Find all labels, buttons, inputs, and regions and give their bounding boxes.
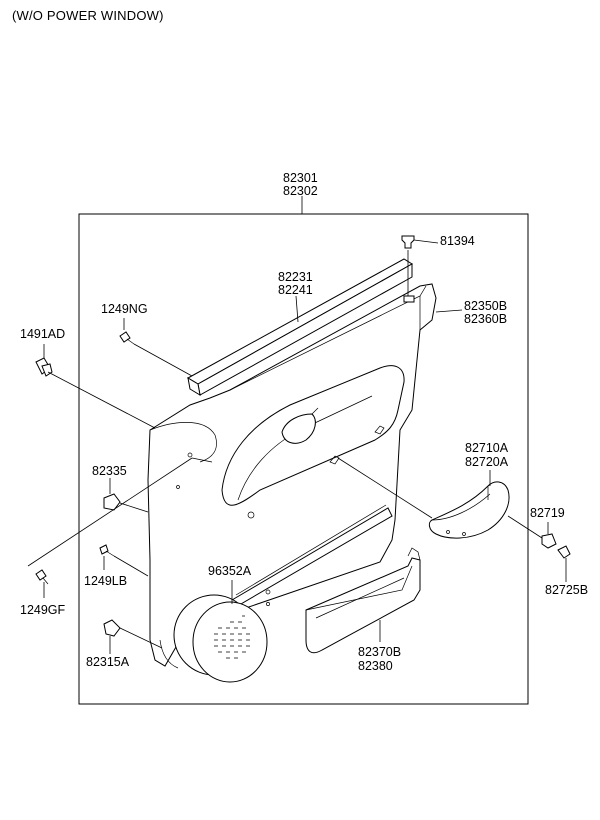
clip-81394-icon (401, 235, 415, 249)
diagram-caption: (W/O POWER WINDOW) (12, 8, 164, 23)
label-82315a: 82315A (86, 655, 130, 669)
label-82301: 82301 (283, 171, 318, 185)
map-pocket-part (305, 547, 421, 654)
label-1491ad: 1491AD (20, 327, 65, 341)
screw-cap-82719-icon (541, 533, 557, 549)
screw-1249gf-icon (35, 569, 49, 585)
label-82350b: 82350B (464, 299, 507, 313)
pull-handle-part (428, 481, 510, 539)
weatherstrip-part (186, 258, 413, 396)
label-82720a: 82720A (465, 455, 509, 469)
label-82380: 82380 (358, 659, 393, 673)
screw-1249lb-icon (99, 544, 115, 557)
label-82719: 82719 (530, 506, 565, 520)
label-96352a: 96352A (208, 564, 252, 578)
clip-82315a-icon (103, 619, 121, 637)
screw-82725b-icon (557, 545, 571, 559)
label-81394: 81394 (440, 234, 475, 248)
fastener-1491ad-icon (35, 357, 53, 377)
label-82241: 82241 (278, 283, 313, 297)
label-82360b: 82360B (464, 312, 507, 326)
label-82335: 82335 (92, 464, 127, 478)
assembly-frame (78, 213, 529, 705)
label-82302: 82302 (283, 184, 318, 198)
label-82725b: 82725B (545, 583, 588, 597)
label-82710a: 82710A (465, 441, 509, 455)
speaker-grille-part (173, 594, 268, 683)
clip-82335-icon (103, 493, 121, 511)
label-1249gf: 1249GF (20, 603, 66, 617)
label-82231: 82231 (278, 270, 313, 284)
label-1249lb: 1249LB (84, 574, 127, 588)
screw-1249ng-icon (119, 331, 135, 345)
door-trim-panel (147, 283, 437, 669)
label-1249ng: 1249NG (101, 302, 148, 316)
label-82370b: 82370B (358, 645, 401, 659)
